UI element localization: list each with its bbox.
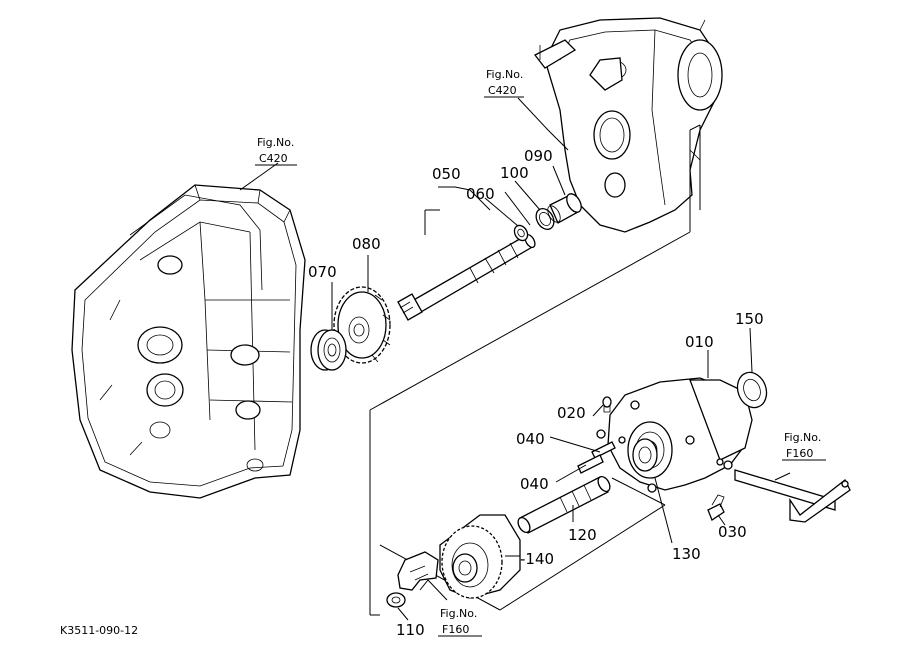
callout-070: 070 [308, 263, 337, 281]
callout-080: 080 [352, 235, 381, 253]
fork-110 [386, 551, 439, 608]
callout-120: 120 [568, 526, 597, 544]
collar-060 [513, 224, 529, 242]
bearing-090 [547, 193, 582, 224]
rear-plate-housing [534, 17, 723, 233]
callout-030: 030 [718, 523, 747, 541]
callout-050: 050 [432, 165, 461, 183]
callout-100: 100 [500, 164, 529, 182]
callout-040-lower: 040 [520, 475, 549, 493]
bearing-070 [310, 329, 347, 371]
callout-040-upper: 040 [516, 430, 545, 448]
shaft-050 [397, 233, 536, 321]
gear-case-housing [71, 184, 306, 499]
fig-ref-bottom-title: Fig.No. [440, 607, 477, 620]
fig-ref-left-code: C420 [259, 152, 288, 165]
lever-rod [716, 458, 851, 523]
callout-010: 010 [685, 333, 714, 351]
fig-ref-top-code: C420 [488, 84, 517, 97]
seal-150 [736, 371, 768, 409]
drawing-number: K3511-090-12 [60, 624, 138, 637]
fig-ref-bottom-code: F160 [442, 623, 469, 636]
callout-060: 060 [466, 185, 495, 203]
housing-010 [607, 377, 753, 493]
shaft-120 [517, 475, 611, 534]
callout-140: -140 [520, 550, 554, 568]
ring-100 [535, 208, 555, 230]
drum-140 [439, 514, 521, 599]
fig-ref-right-title: Fig.No. [784, 431, 821, 444]
callout-150: 150 [735, 310, 764, 328]
bolt-020 [596, 396, 612, 439]
fig-ref-top-title: Fig.No. [486, 68, 523, 81]
fig-ref-right-code: F160 [786, 447, 813, 460]
bearing-130 [632, 438, 658, 472]
gear-080 [333, 286, 391, 364]
leader-lines [239, 97, 791, 621]
callout-020: 020 [557, 404, 586, 422]
callout-130: 130 [672, 545, 701, 563]
fig-ref-left-title: Fig.No. [257, 136, 294, 149]
pins-040 [577, 441, 616, 474]
bolt-030 [707, 494, 725, 521]
callout-110: 110 [396, 621, 425, 639]
subassembly-frame [369, 124, 701, 616]
callout-090: 090 [524, 147, 553, 165]
